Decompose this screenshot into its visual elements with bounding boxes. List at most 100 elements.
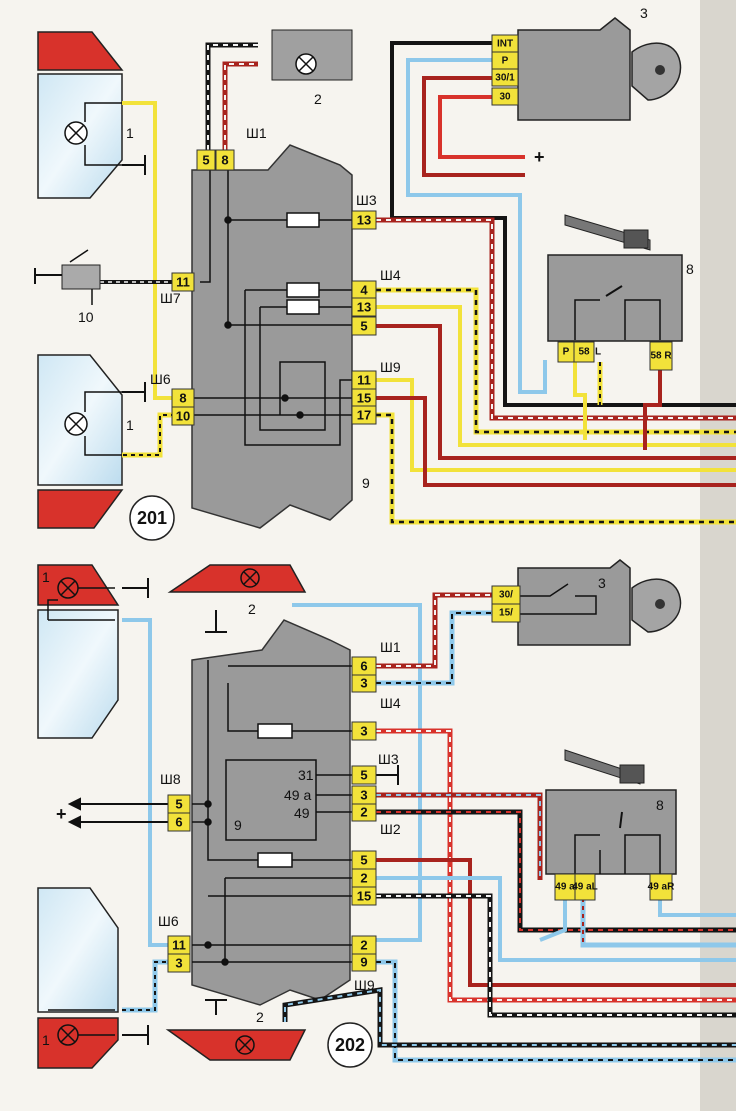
lamp-upper-201 <box>37 31 124 199</box>
callout-1: 1 <box>126 417 134 433</box>
figure-number: 201 <box>137 508 167 528</box>
relay-201 <box>547 214 683 342</box>
ground-icon <box>122 155 146 402</box>
callout-2: 2 <box>248 601 256 617</box>
connector-label: Ш9 <box>380 359 401 375</box>
license-lamp-upper-202 <box>167 564 307 633</box>
callout-1: 1 <box>42 569 50 585</box>
figure-badge <box>327 1022 373 1068</box>
module-terminal: 31 <box>298 767 314 783</box>
connector-label: Ш3 <box>378 751 399 767</box>
connector-label: Ш4 <box>380 267 401 283</box>
pin-label: 11 <box>176 275 190 290</box>
block-circuits-202 <box>192 660 399 966</box>
license-lamp-201 <box>271 29 353 81</box>
pin-label: 10 <box>176 409 190 424</box>
callout-9: 9 <box>234 817 242 833</box>
wires-202 <box>122 592 736 1063</box>
pin-label: 13 <box>357 300 371 315</box>
relay-pin-label: 49 aL <box>572 882 598 893</box>
relay-pin-label: L <box>595 347 601 358</box>
pin-label: 5 <box>175 797 182 812</box>
pins-right-202: 6 3 3 5 3 2 5 2 15 2 9 <box>351 656 377 972</box>
figure-badge <box>129 495 175 541</box>
relay-pin-label: P <box>563 347 570 358</box>
ignition-pins-201: INT P 30/1 30 <box>491 34 519 106</box>
figure-number: 202 <box>335 1035 365 1055</box>
pin-label: 2 <box>360 938 367 953</box>
connector-label: Ш2 <box>380 821 401 837</box>
module-terminal: 49 <box>294 805 310 821</box>
ignition-switch-202 <box>517 559 682 646</box>
pin-label: 17 <box>357 408 371 423</box>
relay-202 <box>545 749 677 875</box>
callout-2: 2 <box>314 91 322 107</box>
pin-label: 2 <box>360 805 367 820</box>
pin-label: 3 <box>175 956 182 971</box>
callout-10: 10 <box>78 309 94 325</box>
license-lamp-lower-202 <box>165 999 307 1061</box>
pin-label: 3 <box>360 676 367 691</box>
callout-8: 8 <box>686 261 694 277</box>
connector-label: Ш8 <box>160 771 181 787</box>
pin-label: 6 <box>360 659 367 674</box>
relay-pin-label: 58 R <box>650 351 672 362</box>
connector-label: Ш6 <box>158 913 179 929</box>
switch-10-201 <box>34 249 101 305</box>
mounting-block-202 <box>191 619 351 1006</box>
pin-label: 5 <box>360 319 367 334</box>
output-arrows <box>67 797 170 829</box>
pin-label: 11 <box>172 938 186 953</box>
connector-label: Ш4 <box>380 695 401 711</box>
relay-pins-201: P 58 L 58 R <box>557 341 673 371</box>
bulb-icon <box>64 102 122 166</box>
ignition-pin-label: 30/1 <box>495 73 515 84</box>
mounting-block-201 <box>191 144 353 529</box>
relay-pin-label: 49 aR <box>648 882 675 893</box>
pins-left-202: 5 6 11 3 <box>167 794 191 973</box>
pins-right-201: 13 4 13 5 11 15 17 <box>351 210 377 425</box>
plus-sign: + <box>56 804 67 824</box>
connector-label: Ш9 <box>354 977 375 993</box>
callout-2: 2 <box>256 1009 264 1025</box>
pin-label: 4 <box>360 283 368 298</box>
pin-label: 3 <box>360 788 367 803</box>
connector-label: Ш7 <box>160 290 181 306</box>
pins-left-201: 5 8 11 8 10 <box>171 149 235 426</box>
callout-1: 1 <box>126 125 134 141</box>
ignition-pin-label: INT <box>497 39 513 50</box>
relay-pins-202: 49 a 49 aL 49 aR <box>554 873 675 901</box>
callout-3: 3 <box>640 5 648 21</box>
lamp-lower-202 <box>37 887 119 1069</box>
callout-1: 1 <box>42 1032 50 1048</box>
connector-label: Ш6 <box>150 371 171 387</box>
pin-label: 5 <box>360 853 367 868</box>
block-circuits-201 <box>192 170 352 446</box>
ignition-pin-label: 30/ <box>499 590 513 601</box>
ground-icon <box>122 578 149 1045</box>
bulb-icon <box>64 391 122 456</box>
ignition-pin-label: 30 <box>499 92 511 103</box>
pin-label: 5 <box>202 153 209 168</box>
figure-201: 5 8 11 8 10 13 4 13 5 11 15 17 <box>34 5 736 541</box>
pin-label: 15 <box>357 889 371 904</box>
connector-label: Ш3 <box>356 192 377 208</box>
connector-label: Ш1 <box>380 639 401 655</box>
plus-sign: + <box>534 147 545 167</box>
ignition-switch-201 <box>517 17 682 121</box>
relay-pin-label: 49 a <box>555 882 575 893</box>
module-terminal: 49 a <box>284 787 311 803</box>
callout-3: 3 <box>598 575 606 591</box>
callout-8: 8 <box>656 797 664 813</box>
pin-label: 5 <box>360 768 367 783</box>
pin-label: 3 <box>360 724 367 739</box>
relay-pin-label: 58 <box>578 347 590 358</box>
pin-label: 15 <box>357 391 371 406</box>
wires-201 <box>100 41 736 525</box>
pin-label: 8 <box>179 391 186 406</box>
pin-label: 9 <box>360 955 367 970</box>
lamp-upper-202 <box>37 564 120 739</box>
connector-label: Ш1 <box>246 125 267 141</box>
ignition-pin-label: 15/ <box>499 608 513 619</box>
